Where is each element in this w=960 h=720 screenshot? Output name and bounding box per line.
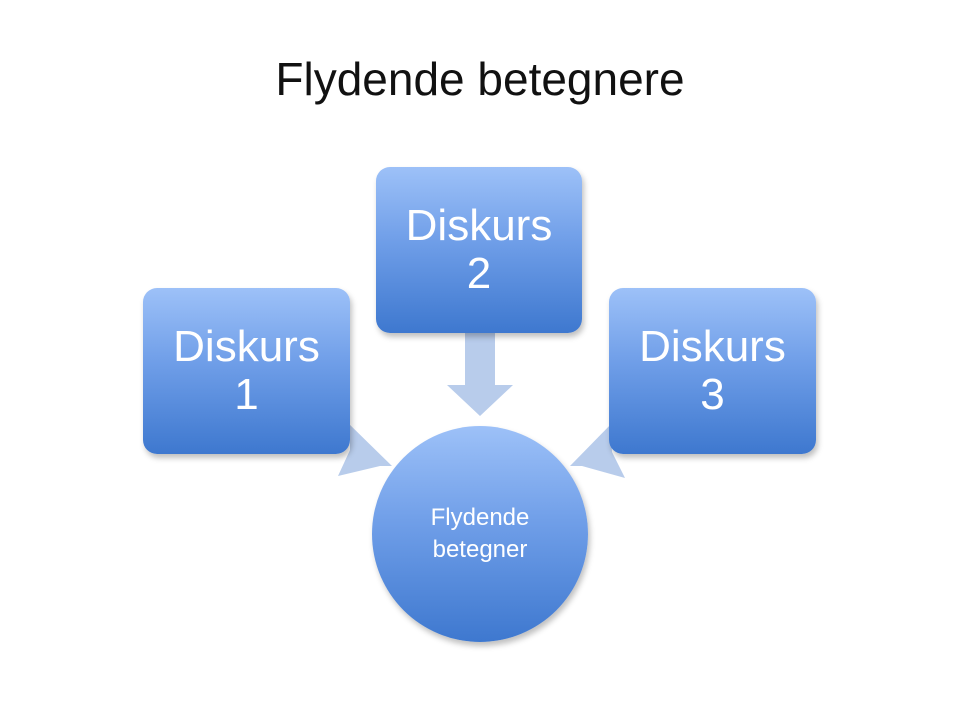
node-diskurs-3-label: Diskurs 3 <box>639 321 786 419</box>
slide-title: Flydende betegnere <box>275 53 685 105</box>
node-diskurs-1-label: Diskurs 1 <box>173 321 320 419</box>
center-node-label: Flydende betegner <box>430 503 530 563</box>
arrow-diskurs-3 <box>570 420 625 478</box>
center-node: Flydende betegner <box>372 426 588 642</box>
node-diskurs-2-label: Diskurs 2 <box>405 200 553 298</box>
arrow-diskurs-1 <box>338 420 392 476</box>
node-diskurs-2: Diskurs 2 <box>376 167 582 333</box>
node-diskurs-1: Diskurs 1 <box>143 288 350 454</box>
node-diskurs-3: Diskurs 3 <box>609 288 816 454</box>
arrow-diskurs-2 <box>447 333 513 416</box>
